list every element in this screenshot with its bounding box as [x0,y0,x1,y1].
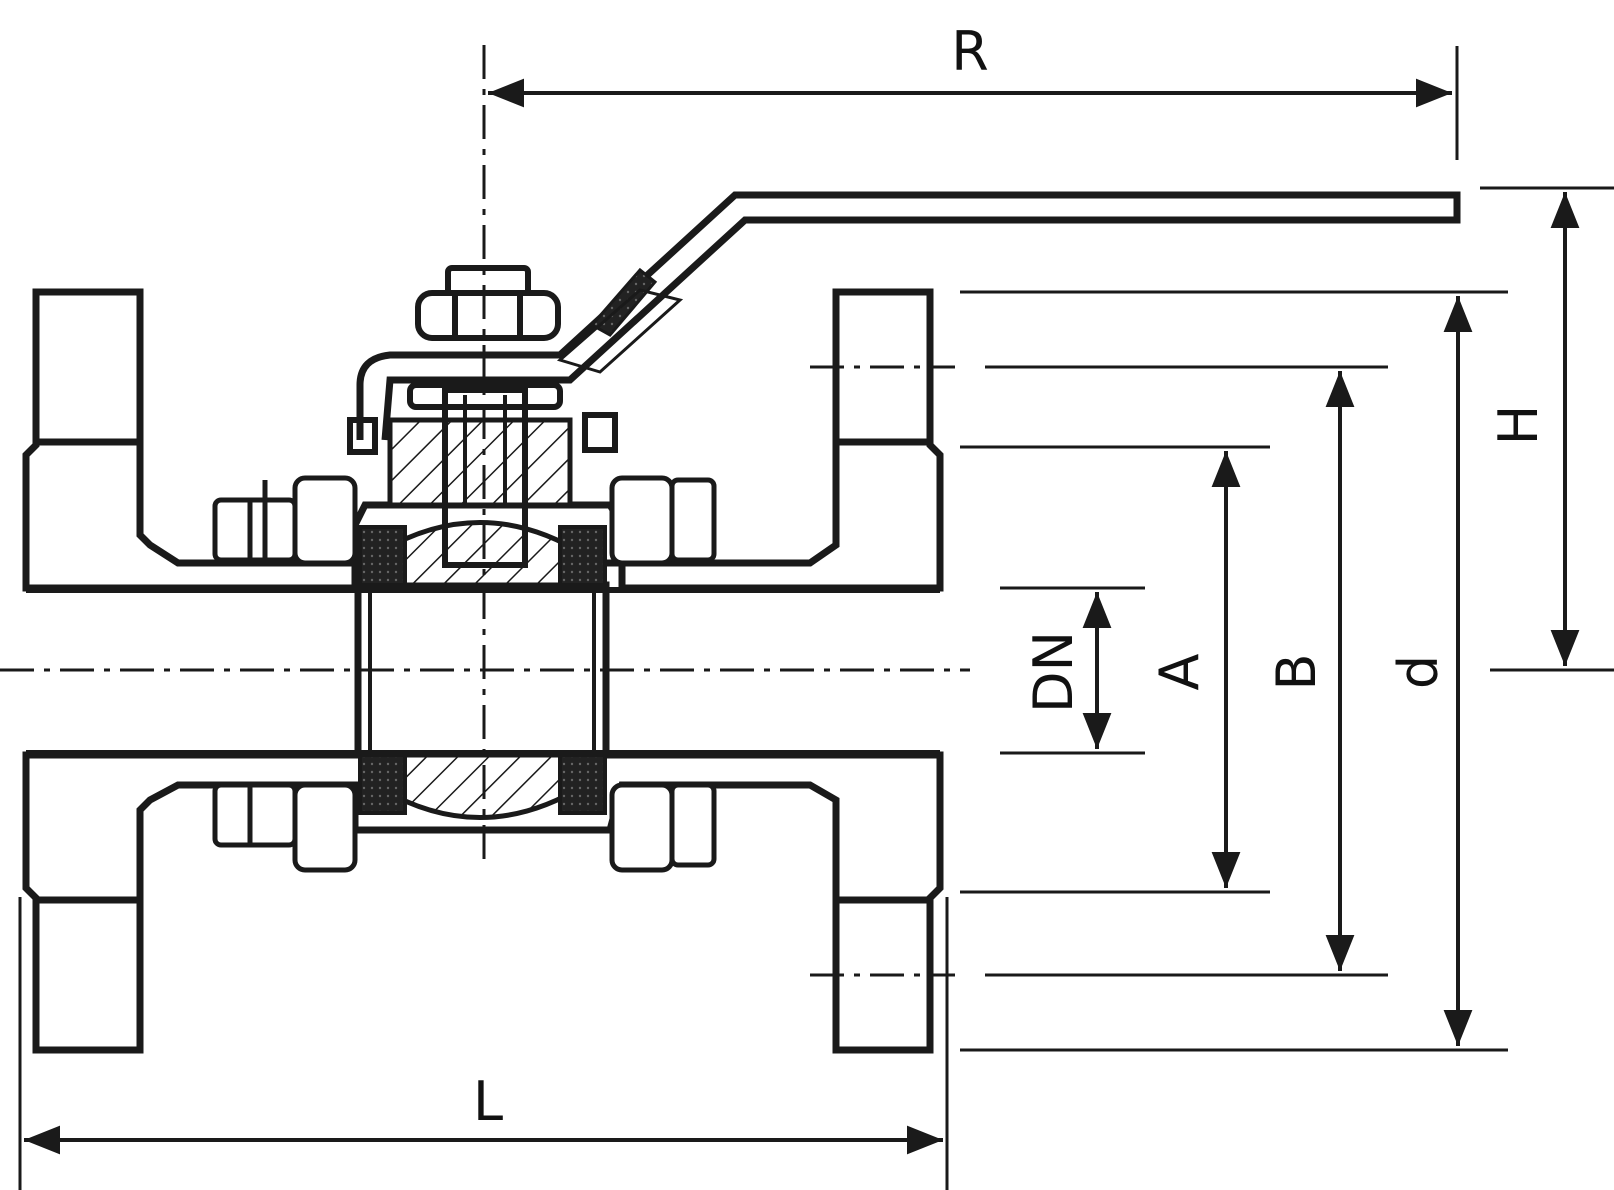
dimension-lines [24,78,1580,1155]
handle-lever [356,191,1461,441]
stem-nut [415,265,561,341]
label-L: L [473,1070,503,1133]
label-A: A [1148,653,1211,690]
valve-seats [358,525,607,815]
body-bolts [212,475,717,873]
centre-lines [0,45,970,977]
label-R: R [951,20,989,83]
label-d: d [1387,655,1450,689]
label-DN: DN [1022,631,1085,713]
label-B: B [1265,653,1328,690]
label-H: H [1487,405,1550,446]
extension-lines [18,46,1614,1190]
